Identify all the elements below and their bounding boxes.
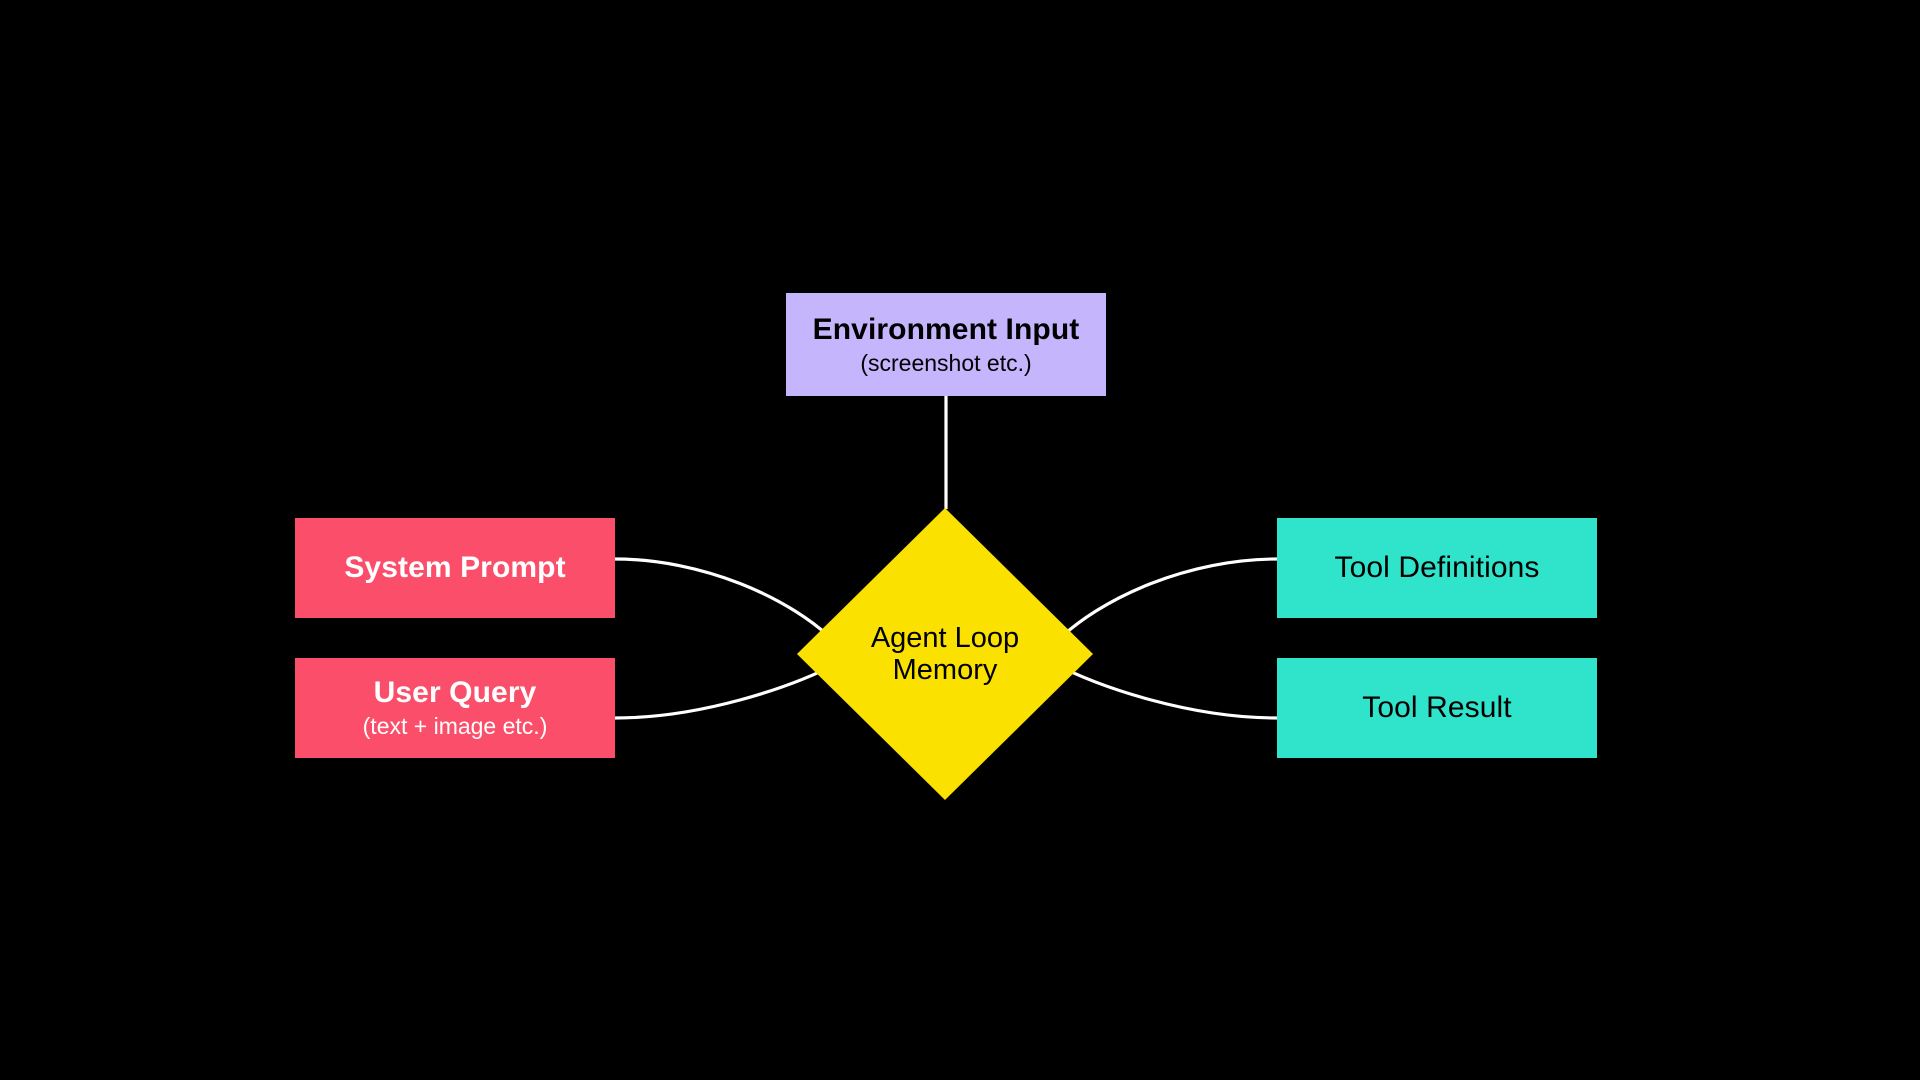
node-agent-loop-memory-title-line-1: Agent Loop <box>870 621 1020 654</box>
node-tool-definitions[interactable]: Tool Definitions <box>1277 518 1597 618</box>
node-user-query-subtitle: (text + image etc.) <box>362 713 548 740</box>
node-environment-input[interactable]: Environment Input (screenshot etc.) <box>786 293 1106 396</box>
node-agent-loop-memory-title-line-2: Memory <box>892 654 998 686</box>
node-environment-input-subtitle: (screenshot etc.) <box>860 349 1032 376</box>
node-tool-result-title: Tool Result <box>1362 690 1512 724</box>
node-agent-loop-memory-label: Agent Loop Memory <box>797 508 1093 800</box>
node-system-prompt[interactable]: System Prompt <box>295 518 615 618</box>
node-agent-loop-memory[interactable]: Agent Loop Memory <box>797 508 1093 800</box>
node-system-prompt-title: System Prompt <box>344 550 566 584</box>
node-tool-result[interactable]: Tool Result <box>1277 658 1597 758</box>
node-tool-definitions-title: Tool Definitions <box>1334 550 1540 584</box>
node-user-query-title: User Query <box>373 676 537 710</box>
node-environment-input-title: Environment Input <box>812 312 1080 346</box>
node-user-query[interactable]: User Query (text + image etc.) <box>295 658 615 758</box>
